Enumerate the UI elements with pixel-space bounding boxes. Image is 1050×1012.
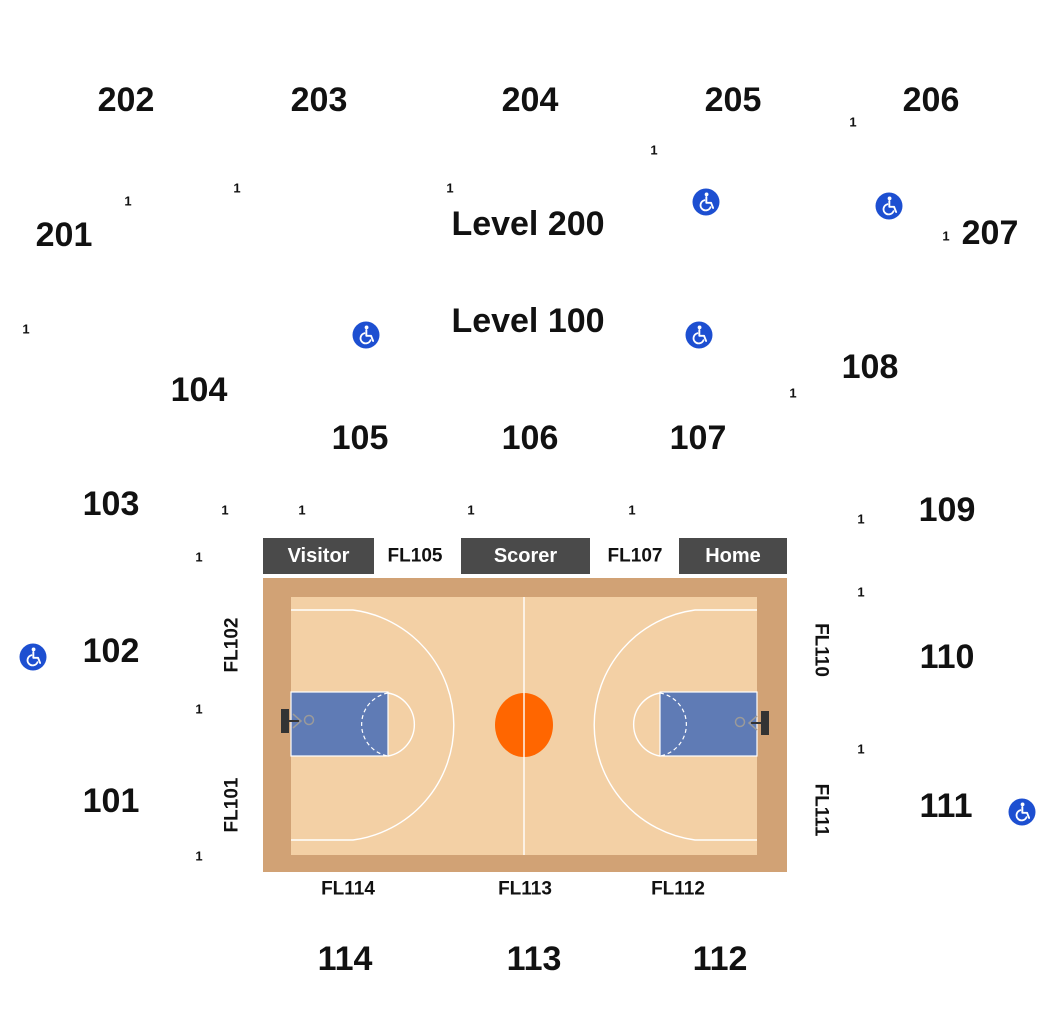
- basketball-court: [263, 578, 787, 872]
- section-201[interactable]: 201: [35, 216, 93, 254]
- seat-count: 1: [298, 502, 306, 518]
- section-113[interactable]: 113: [506, 940, 562, 978]
- wheelchair-accessible-icon[interactable]: [685, 321, 713, 349]
- right-free-throw-circle: [633, 692, 661, 757]
- left-paint: [290, 691, 389, 757]
- seat-count: 1: [195, 549, 203, 565]
- section-206[interactable]: 206: [902, 81, 960, 119]
- seat-count: 1: [467, 502, 475, 518]
- seat-count: 1: [195, 701, 203, 717]
- right-hoop-icon: [734, 711, 769, 735]
- left-three-point-arc: [291, 609, 455, 841]
- right-free-throw-dashed: [659, 692, 687, 757]
- section-112[interactable]: 112: [692, 940, 748, 978]
- wheelchair-accessible-icon[interactable]: [19, 643, 47, 671]
- left-free-throw-dashed: [361, 692, 389, 757]
- floor-section-fl113[interactable]: FL113: [498, 878, 552, 900]
- floor-section-fl111[interactable]: FL111: [810, 783, 832, 837]
- section-101[interactable]: 101: [82, 782, 140, 820]
- visitor-bench[interactable]: Visitor: [263, 538, 374, 574]
- section-104[interactable]: 104: [170, 371, 228, 409]
- section-203[interactable]: 203: [290, 81, 348, 119]
- seat-count: 1: [195, 848, 203, 864]
- floor-section-fl107[interactable]: FL107: [607, 545, 663, 567]
- seat-count: 1: [221, 502, 229, 518]
- scorer-table[interactable]: Scorer: [461, 538, 590, 574]
- right-paint: [659, 691, 758, 757]
- floor-section-fl110[interactable]: FL110: [810, 623, 832, 677]
- right-three-point-arc: [593, 609, 757, 841]
- seat-count: 1: [942, 228, 950, 244]
- seat-count: 1: [124, 193, 132, 209]
- floor-section-fl101[interactable]: FL101: [221, 777, 243, 833]
- wheelchair-accessible-icon[interactable]: [1008, 798, 1036, 826]
- section-102[interactable]: 102: [82, 632, 140, 670]
- section-204[interactable]: 204: [501, 81, 559, 119]
- left-free-throw-circle: [387, 692, 415, 757]
- home-bench[interactable]: Home: [679, 538, 787, 574]
- section-107[interactable]: 107: [669, 419, 727, 457]
- seat-count: 1: [849, 114, 857, 130]
- section-202[interactable]: 202: [97, 81, 155, 119]
- floor-section-fl114[interactable]: FL114: [321, 878, 375, 900]
- left-hoop-icon: [281, 709, 315, 733]
- wheelchair-accessible-icon[interactable]: [692, 188, 720, 216]
- section-109[interactable]: 109: [918, 491, 976, 529]
- floor-section-fl112[interactable]: FL112: [651, 878, 705, 900]
- floor-section-fl102[interactable]: FL102: [221, 617, 243, 673]
- level-100-label: Level 100: [451, 302, 605, 340]
- seat-count: 1: [857, 741, 865, 757]
- section-207[interactable]: 207: [961, 214, 1019, 252]
- section-110[interactable]: 110: [919, 638, 975, 676]
- seat-count: 1: [22, 321, 30, 337]
- seat-count: 1: [446, 180, 454, 196]
- section-205[interactable]: 205: [704, 81, 762, 119]
- section-108[interactable]: 108: [841, 348, 899, 386]
- section-103[interactable]: 103: [82, 485, 140, 523]
- seat-count: 1: [857, 584, 865, 600]
- level-200-label: Level 200: [451, 205, 605, 243]
- floor-section-fl105[interactable]: FL105: [387, 545, 443, 567]
- section-114[interactable]: 114: [317, 940, 373, 978]
- seat-count: 1: [233, 180, 241, 196]
- seat-count: 1: [650, 142, 658, 158]
- seat-count: 1: [789, 385, 797, 401]
- wheelchair-accessible-icon[interactable]: [875, 192, 903, 220]
- section-106[interactable]: 106: [501, 419, 559, 457]
- section-111[interactable]: 111: [919, 787, 973, 825]
- seat-count: 1: [628, 502, 636, 518]
- seat-count: 1: [857, 511, 865, 527]
- wheelchair-accessible-icon[interactable]: [352, 321, 380, 349]
- section-105[interactable]: 105: [331, 419, 389, 457]
